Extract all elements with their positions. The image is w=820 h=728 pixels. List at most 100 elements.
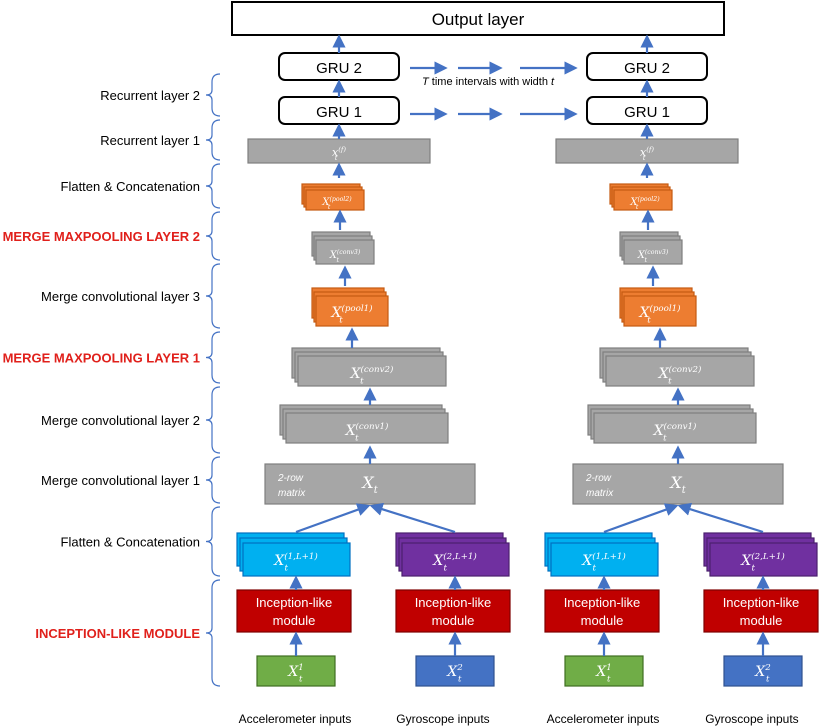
gyro-inception-box	[703, 589, 819, 633]
accel-flatten-label: X(1,L+1)t	[273, 551, 318, 573]
matrix-note: 2-row	[277, 473, 304, 484]
gru2-node-left: GRU 2	[278, 52, 400, 81]
gyro-flatten-label: X(2,L+1)t	[432, 551, 477, 573]
gyro-input-box	[723, 655, 803, 687]
gyro-input-box	[415, 655, 495, 687]
matrix-note: matrix	[278, 488, 306, 499]
output-layer-label: Output layer	[432, 10, 525, 29]
layer-brace	[205, 163, 221, 209]
layer-label: MERGE MAXPOOLING LAYER 2	[3, 229, 200, 244]
pool2-label: X(pool2)t	[321, 196, 352, 211]
conv3-label: X(conv3)t	[329, 249, 361, 264]
gru1-node-right: GRU 1	[586, 96, 708, 125]
layer-brace	[205, 211, 221, 261]
flatten-label: x(f)t	[332, 145, 346, 162]
accel-flatten-label: X(1,L+1)t	[581, 551, 626, 573]
layer-brace	[205, 331, 221, 384]
gru1-label-right: GRU 1	[624, 104, 670, 121]
gru2-node-right: GRU 2	[586, 52, 708, 81]
accel-inception-label: module	[273, 613, 316, 628]
matrix-label: Xt	[360, 473, 377, 496]
flow-arrow	[295, 503, 371, 534]
gyro-flatten-box-front	[709, 542, 818, 577]
input-label-accelerometer-right: Accelerometer inputs	[547, 712, 660, 726]
input-label-gyroscope-right: Gyroscope inputs	[705, 712, 798, 726]
layer-brace	[205, 506, 221, 577]
flatten-box	[555, 138, 739, 164]
layer-brace	[205, 263, 221, 329]
accel-inception-label: Inception-like	[256, 595, 333, 610]
layer-label: Recurrent layer 1	[100, 133, 200, 148]
pool1-box-front	[315, 295, 389, 327]
accel-inception-box	[544, 589, 660, 633]
gyro-inception-label: Inception-like	[723, 595, 800, 610]
matrix-label: Xt	[668, 473, 685, 496]
flow-arrow	[603, 503, 679, 534]
flow-arrow	[369, 502, 456, 534]
layer-label: Flatten & Concatenation	[61, 179, 200, 194]
conv1-label: X(conv1)t	[653, 421, 697, 443]
accel-inception-box	[236, 589, 352, 633]
conv1-box-front	[593, 412, 757, 444]
pool1-label: X(pool1)t	[330, 303, 372, 325]
layer-brace	[205, 386, 221, 454]
layer-brace	[205, 119, 221, 161]
gyro-flatten-label: X(2,L+1)t	[740, 551, 785, 573]
conv2-label: X(conv2)t	[350, 364, 394, 386]
accel-inception-label: module	[581, 613, 624, 628]
pool2-label: X(pool2)t	[629, 196, 660, 211]
accel-flatten-box-front	[550, 542, 659, 577]
matrix-box	[572, 463, 784, 505]
matrix-note: matrix	[586, 488, 614, 499]
matrix-box	[264, 463, 476, 505]
matrix-note: 2-row	[585, 473, 612, 484]
gyro-inception-label: module	[432, 613, 475, 628]
accel-input-box	[564, 655, 644, 687]
gyro-inception-label: Inception-like	[415, 595, 492, 610]
layer-labels: Recurrent layer 2 Recurrent layer 1 Flatte…	[3, 88, 201, 641]
layer-brace	[205, 456, 221, 504]
layer-brace	[205, 579, 221, 687]
layer-braces	[205, 73, 221, 687]
gyro-inception-label: module	[740, 613, 783, 628]
conv3-box-front	[315, 239, 375, 265]
layer-label: Flatten & Concatenation	[61, 535, 200, 550]
flow-arrow	[677, 502, 764, 534]
output-layer-node: Output layer	[231, 1, 725, 36]
conv3-box-front	[623, 239, 683, 265]
network-stack-right: x(f)tX(pool2)tX(conv3)tX(pool1)tX(conv2)…	[544, 34, 819, 687]
gru2-label-left: GRU 2	[316, 60, 362, 77]
conv1-box-front	[285, 412, 449, 444]
accel-flatten-box-front	[242, 542, 351, 577]
input-label-gyroscope-left: Gyroscope inputs	[396, 712, 489, 726]
conv2-box-front	[605, 355, 755, 387]
layer-label: Merge convolutional layer 3	[41, 289, 200, 304]
pool1-label: X(pool1)t	[638, 303, 680, 325]
pool1-box-front	[623, 295, 697, 327]
gru1-label-left: GRU 1	[316, 104, 362, 121]
conv3-label: X(conv3)t	[637, 249, 669, 264]
time-arrows	[410, 61, 578, 121]
layer-label: Merge convolutional layer 1	[41, 473, 200, 488]
accel-inception-label: Inception-like	[564, 595, 641, 610]
input-label-accelerometer-left: Accelerometer inputs	[239, 712, 352, 726]
layer-label: Recurrent layer 2	[100, 88, 200, 103]
gru1-node-left: GRU 1	[278, 96, 400, 125]
layer-brace	[205, 73, 221, 117]
layer-label: MERGE MAXPOOLING LAYER 1	[3, 351, 200, 366]
conv1-label: X(conv1)t	[345, 421, 389, 443]
layer-label: INCEPTION-LIKE MODULE	[35, 626, 200, 641]
network-stack-left: x(f)tX(pool2)tX(conv3)tX(pool1)tX(conv2)…	[236, 34, 511, 687]
gyro-flatten-box-front	[401, 542, 510, 577]
gru2-label-right: GRU 2	[624, 60, 670, 77]
time-intervals-note: T time intervals with width t	[422, 76, 555, 88]
gyro-inception-box	[395, 589, 511, 633]
flatten-label: x(f)t	[640, 145, 654, 162]
layer-label: Merge convolutional layer 2	[41, 413, 200, 428]
conv2-label: X(conv2)t	[658, 364, 702, 386]
